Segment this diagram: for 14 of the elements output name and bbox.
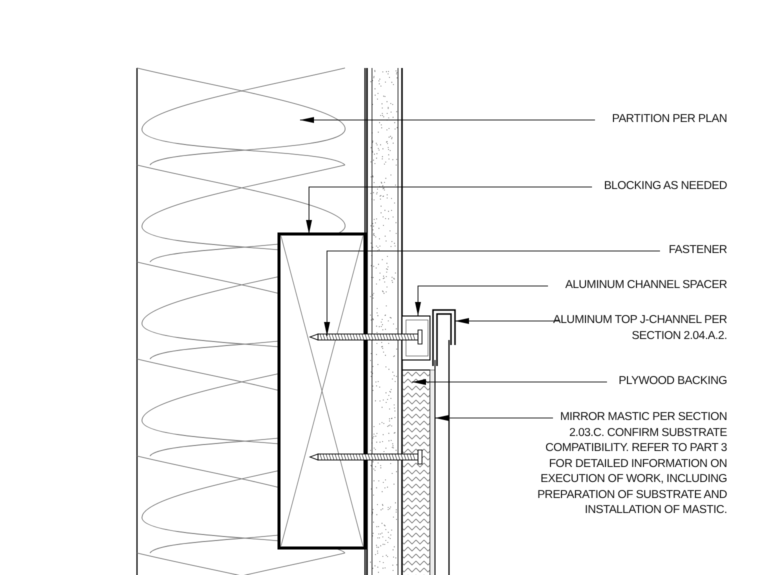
- callout-text: PARTITION PER PLAN: [612, 112, 727, 128]
- leader-line: [324, 250, 660, 336]
- callout-text: PLYWOOD BACKING: [618, 374, 727, 390]
- leader-line: [412, 379, 608, 385]
- callout-text: ALUMINUM CHANNEL SPACER: [565, 278, 727, 294]
- callout-text: BLOCKING AS NEEDED: [604, 179, 727, 194]
- leader-line: [415, 286, 548, 316]
- callout-text: MIRROR MASTIC PER SECTION 2.03.C. CONFIRM SUBSTRATE COMPATIBILITY. REFER TO PART 3 FOR DETAILED INFORMATION ON EXECUTION OF WORK, INCLUDING PREPARATION OF SUBSTRATE AND INSTALLATION OF MASTIC.: [537, 410, 727, 518]
- leader-line: [300, 117, 596, 123]
- leader-line: [306, 186, 592, 234]
- callout-text: ALUMINUM TOP J-CHANNEL PER SECTION 2.04.A.2.: [547, 313, 727, 344]
- leader-line: [454, 318, 560, 324]
- callout-text: FASTENER: [668, 243, 727, 258]
- leader-line: [434, 415, 554, 421]
